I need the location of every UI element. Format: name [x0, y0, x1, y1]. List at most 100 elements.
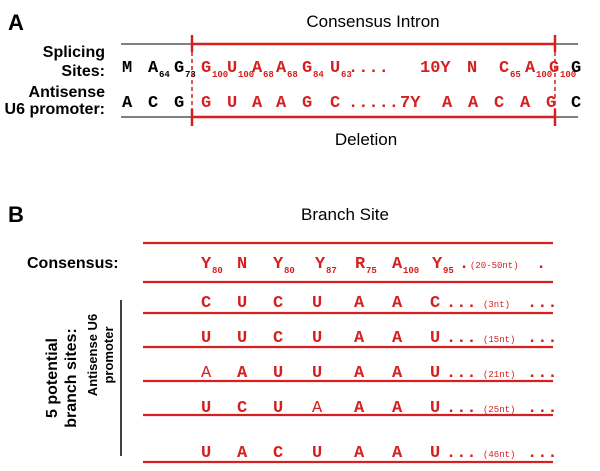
splicing-base: U	[227, 59, 237, 78]
consensus-dot: .	[536, 255, 546, 274]
antisense-base: 7Y	[400, 94, 421, 113]
splicing-base: N	[467, 59, 477, 78]
site-gap-length: (21nt)	[483, 370, 515, 380]
splicing-base: A	[276, 59, 287, 78]
consensus-base-frequency: 100	[403, 266, 419, 276]
consensus-base: Y	[315, 255, 326, 274]
splicing-base-frequency: 100	[212, 70, 228, 80]
site-base: U	[273, 399, 283, 418]
site-base: U	[430, 364, 440, 383]
site-base: A	[392, 399, 403, 418]
antisense-base: A	[276, 94, 287, 113]
site-dots: ...	[527, 294, 558, 313]
site-dots: ...	[446, 444, 477, 463]
site-gap-length: (46nt)	[483, 450, 515, 460]
site-dots: ...	[446, 329, 477, 348]
branch-site-title: Branch Site	[301, 205, 389, 224]
site-base: A	[354, 294, 365, 313]
site-base: A	[312, 399, 323, 418]
side-sublabel-line2: promoter	[101, 326, 116, 383]
site-dots: ...	[527, 329, 558, 348]
site-base: A	[237, 444, 248, 463]
consensus-dot: .	[459, 255, 469, 274]
site-base: U	[430, 399, 440, 418]
consensus-base: Y	[432, 255, 443, 274]
site-dots: ...	[446, 399, 477, 418]
site-base: U	[430, 444, 440, 463]
consensus-base: Y	[273, 255, 284, 274]
site-dots: ...	[527, 364, 558, 383]
site-base: C	[273, 444, 283, 463]
site-base: U	[312, 364, 322, 383]
consensus-label: Consensus:	[27, 255, 119, 272]
antisense-label-line1: Antisense	[29, 84, 106, 101]
consensus-base-frequency: 80	[284, 266, 295, 276]
antisense-base: G	[302, 94, 312, 113]
antisense-base: G	[201, 94, 211, 113]
consensus-base-frequency: 75	[366, 266, 377, 276]
site-gap-length: (15nt)	[483, 335, 515, 345]
site-gap-length: (3nt)	[483, 300, 510, 310]
splicing-base: ....	[348, 59, 389, 78]
antisense-base: A	[520, 94, 531, 113]
splicing-base-frequency: 68	[287, 70, 298, 80]
splicing-base: M	[122, 59, 132, 78]
site-base: U	[312, 329, 322, 348]
site-base: U	[237, 329, 247, 348]
antisense-label: Antisense U6 promoter:	[5, 84, 106, 118]
antisense-base: C	[330, 94, 340, 113]
site-base: C	[201, 294, 211, 313]
antisense-base: G	[174, 94, 184, 113]
site-dots: ...	[527, 399, 558, 418]
antisense-label-line2: U6 promoter:	[5, 101, 105, 118]
splicing-base-frequency: 64	[159, 70, 170, 80]
splicing-base: A	[148, 59, 159, 78]
site-base: U	[201, 329, 211, 348]
consensus-base-frequency: 95	[443, 266, 454, 276]
splicing-base: U	[330, 59, 340, 78]
antisense-base: G	[546, 94, 556, 113]
splicing-base: G	[302, 59, 312, 78]
splicing-base: A	[252, 59, 263, 78]
splicing-label-line2: Sites:	[61, 63, 105, 80]
site-base: A	[354, 364, 365, 383]
site-dots: ...	[446, 364, 477, 383]
site-base: C	[430, 294, 440, 313]
antisense-base: A	[442, 94, 453, 113]
splicing-base: G	[201, 59, 211, 78]
splicing-label-line1: Splicing	[43, 44, 105, 61]
consensus-base-frequency: 87	[326, 266, 337, 276]
splicing-base-frequency: 73	[185, 70, 196, 80]
splicing-base: 10Y	[420, 59, 451, 78]
site-base: A	[354, 329, 365, 348]
splicing-base: G	[549, 59, 559, 78]
splicing-base-frequency: 100	[238, 70, 254, 80]
splicing-base-frequency: 63	[341, 70, 352, 80]
side-label-main: 5 potential branch sites:	[44, 328, 80, 428]
site-base: A	[354, 399, 365, 418]
consensus-base: Y	[201, 255, 212, 274]
site-base: A	[201, 364, 212, 383]
side-sublabel-line1: Antisense U6	[85, 314, 100, 396]
splicing-base-frequency: 68	[263, 70, 274, 80]
consensus-base: A	[392, 255, 403, 274]
antisense-base: A	[252, 94, 263, 113]
side-label-sub: Antisense U6 promoter	[85, 314, 116, 396]
consensus-intron-title: Consensus Intron	[306, 12, 439, 31]
consensus-base-frequency: 80	[212, 266, 223, 276]
site-gap-length: (25nt)	[483, 405, 515, 415]
site-base: C	[273, 329, 283, 348]
site-base: U	[312, 444, 322, 463]
site-base: A	[392, 444, 403, 463]
site-base: C	[273, 294, 283, 313]
antisense-base: C	[494, 94, 504, 113]
site-base: U	[430, 329, 440, 348]
site-base: A	[237, 364, 248, 383]
site-base: U	[201, 399, 211, 418]
antisense-base: C	[148, 94, 158, 113]
